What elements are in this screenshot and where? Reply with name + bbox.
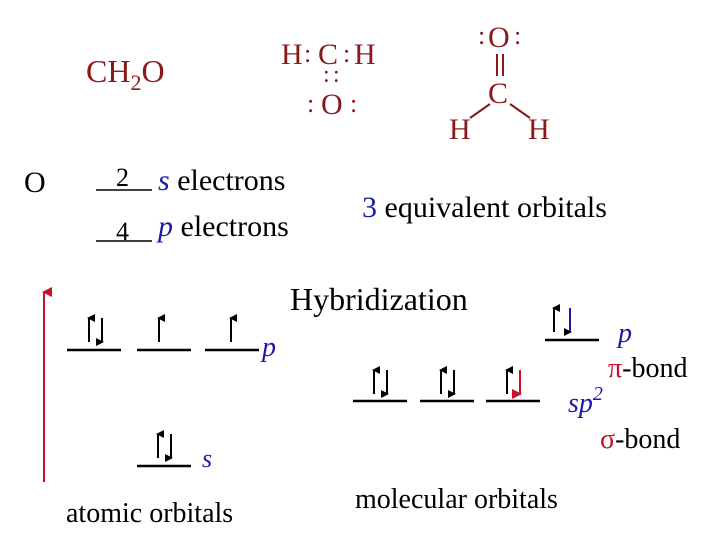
structure-lone-left: : bbox=[478, 21, 485, 50]
lewis-h-left: H bbox=[281, 38, 303, 71]
structure-c: C bbox=[488, 77, 508, 110]
lewis-o-lone-left: : bbox=[307, 89, 314, 118]
lewis-h-right: H bbox=[354, 38, 376, 71]
s-electron-count: 2 bbox=[116, 163, 129, 192]
electron-counts: 2 s electrons 4 p electrons bbox=[96, 163, 289, 246]
bond-c-h-right bbox=[509, 103, 531, 119]
atom-symbol: O bbox=[24, 166, 46, 199]
lewis-pair-left: : bbox=[304, 39, 311, 68]
s-electrons-label: s electrons bbox=[158, 164, 285, 197]
lewis-o: O bbox=[321, 88, 343, 121]
lewis-c: C bbox=[318, 38, 338, 71]
structure-o: O bbox=[488, 21, 510, 54]
lewis-pair-right: : bbox=[343, 39, 350, 68]
molecular-p-orbital: p π-bond bbox=[545, 304, 687, 384]
atomic-s-label: s bbox=[202, 444, 212, 473]
pi-bond-label: π-bond bbox=[608, 353, 687, 384]
lewis-double-bond-pair-a: : bbox=[323, 62, 330, 88]
equivalent-orbitals-label: 3 equivalent orbitals bbox=[362, 191, 607, 224]
lewis-double-bond-pair-b: : bbox=[333, 62, 340, 88]
atomic-p-label: p bbox=[260, 332, 276, 363]
structural-formula: : O : C H H bbox=[449, 21, 550, 146]
atomic-p-orbitals: p bbox=[67, 314, 276, 363]
atomic-s-orbital: s bbox=[137, 430, 212, 473]
p-electron-count: 4 bbox=[116, 217, 129, 246]
molecular-orbitals-caption: molecular orbitals bbox=[355, 484, 558, 515]
structure-lone-right: : bbox=[514, 21, 521, 50]
p-electrons-label: p electrons bbox=[156, 210, 289, 243]
hybridization-label: Hybridization bbox=[290, 281, 468, 317]
bond-c-h-left bbox=[469, 103, 491, 119]
lewis-o-lone-right: : bbox=[350, 89, 357, 118]
molecular-formula: CH2O bbox=[86, 53, 165, 95]
structure-h-right: H bbox=[528, 113, 550, 146]
atomic-orbitals-caption: atomic orbitals bbox=[66, 498, 233, 529]
formula-text: CH2O bbox=[86, 53, 165, 95]
molecular-p-label: p bbox=[616, 318, 632, 349]
lewis-structure: H : C : H : : : O : bbox=[281, 38, 376, 121]
molecular-sp2-orbitals: sp2 σ-bond bbox=[353, 366, 680, 455]
sp2-label: sp2 bbox=[568, 383, 603, 419]
sigma-bond-label: σ-bond bbox=[600, 424, 680, 455]
structure-h-left: H bbox=[449, 113, 471, 146]
